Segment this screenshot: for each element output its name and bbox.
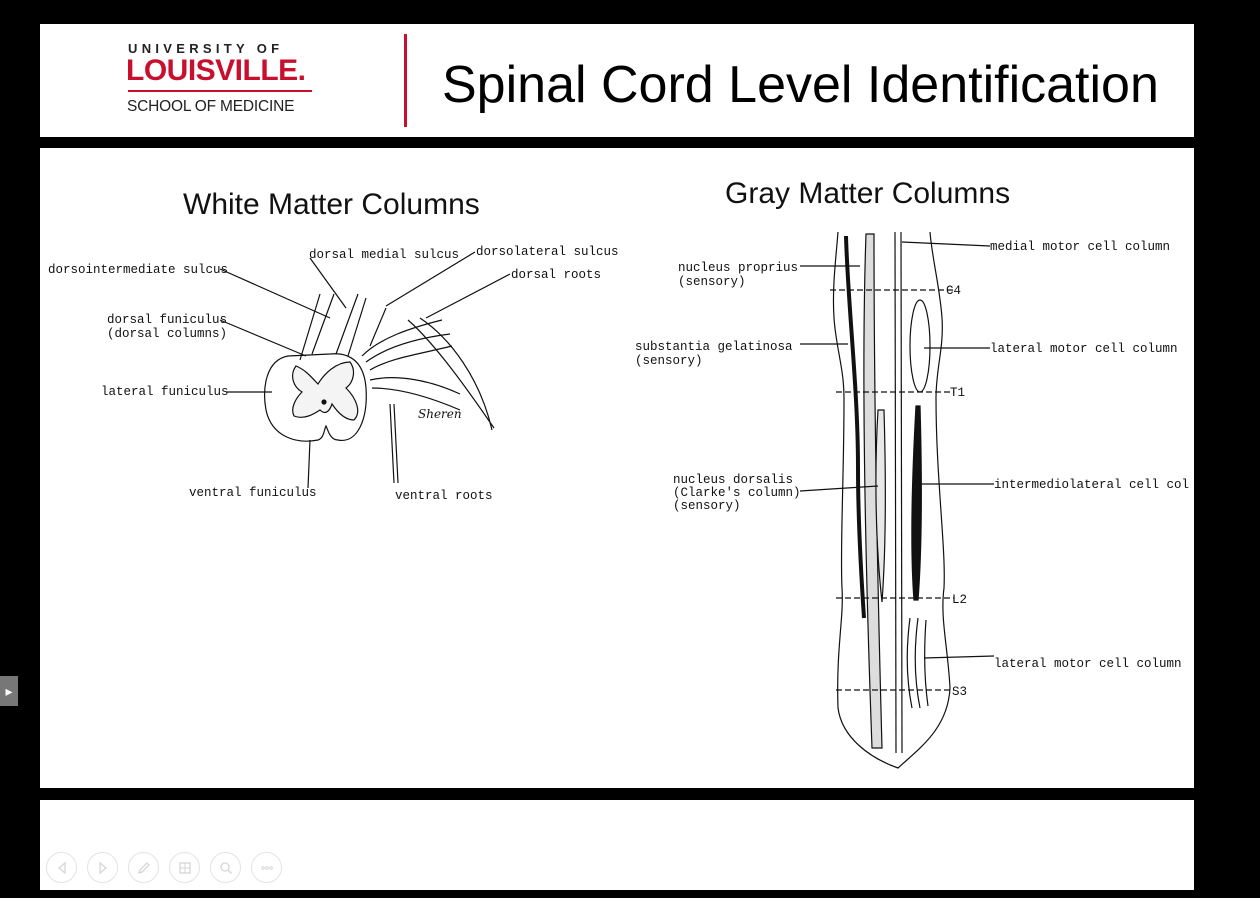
slide-footer [40,800,1194,890]
label-substantia-sensory: (sensory) [635,354,703,368]
logo-university-text: UNIVERSITY OF [128,41,284,56]
label-lateral-funiculus: lateral funiculus [101,385,229,399]
slide-title: Spinal Cord Level Identification [442,56,1159,114]
logo-rule [128,90,312,92]
label-ventral-funiculus: ventral funiculus [189,486,317,500]
label-medial-motor-cell-column: medial motor cell column [990,240,1170,254]
label-intermediolateral-cell-column: intermediolateral cell col [994,478,1189,492]
gray-matter-labels: medial motor cell column nucleus propriu… [635,240,1189,699]
next-slide-icon[interactable] [87,852,118,883]
label-nucleus-proprius-sensory: (sensory) [678,275,746,289]
label-level-s3: S3 [952,685,967,699]
slide-content: White Matter Columns Gray Matter Columns [40,148,1194,788]
spinal-cord-cross-section [219,251,511,489]
label-nucleus-dorsalis: nucleus dorsalis [673,473,793,487]
slide-header: UNIVERSITY OF LOUISVILLE. SCHOOL OF MEDI… [40,24,1194,137]
label-lateral-motor-cell-column-lower: lateral motor cell column [994,657,1182,671]
white-matter-labels: dorsointermediate sulcus dorsal medial s… [48,245,619,503]
label-dorsal-columns: (dorsal columns) [107,327,227,341]
anatomy-figures: dorsointermediate sulcus dorsal medial s… [48,231,1189,769]
header-divider [404,34,407,127]
more-options-icon[interactable] [251,852,282,883]
label-lateral-motor-cell-column-upper: lateral motor cell column [990,342,1178,356]
label-dorsal-medial-sulcus: dorsal medial sulcus [309,248,459,262]
label-dorsointermediate-sulcus: dorsointermediate sulcus [48,263,228,277]
label-ventral-roots: ventral roots [395,489,493,503]
slideshow-controls [46,852,282,883]
artist-signature: Sheren [418,407,462,421]
show-panel-arrow[interactable]: ▸ [0,676,18,706]
label-dorsal-funiculus: dorsal funiculus [107,313,227,327]
label-dorsal-roots: dorsal roots [511,268,601,282]
logo-louisville-text: LOUISVILLE. [126,54,306,87]
spinal-cord-longitudinal [799,231,995,769]
label-substantia-gelatinosa: substantia gelatinosa [635,340,793,354]
slides-grid-icon[interactable] [169,852,200,883]
white-matter-heading: White Matter Columns [183,188,480,221]
label-level-t1: T1 [950,386,965,400]
label-clarkes-column: (Clarke's column) [673,486,801,500]
label-nucleus-dorsalis-sensory: (sensory) [673,499,741,513]
label-dorsolateral-sulcus: dorsolateral sulcus [476,245,619,259]
label-level-l2: L2 [952,593,967,607]
label-level-c4: C4 [946,284,961,298]
previous-slide-icon[interactable] [46,852,77,883]
pen-icon[interactable] [128,852,159,883]
logo-school-text: SCHOOL OF MEDICINE [127,98,295,115]
zoom-icon[interactable] [210,852,241,883]
label-nucleus-proprius: nucleus proprius [678,261,798,275]
gray-matter-heading: Gray Matter Columns [725,177,1011,210]
